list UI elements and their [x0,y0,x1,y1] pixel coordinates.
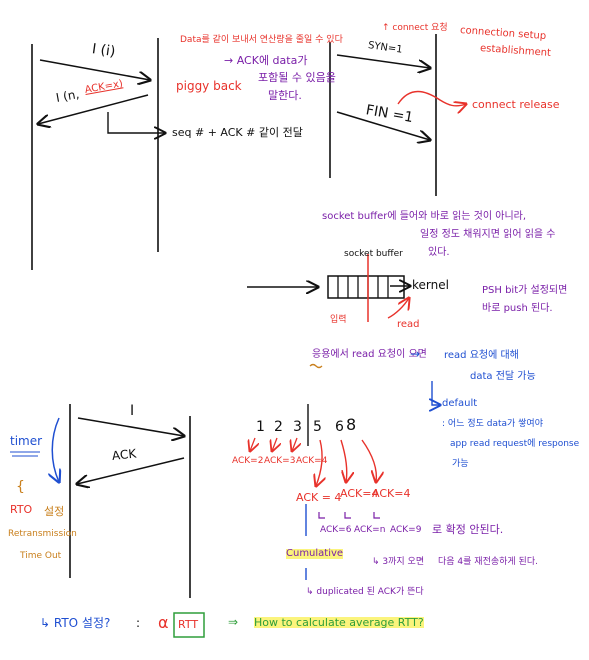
ack-small-hooks [318,512,380,519]
psh-note-1: PSH bit가 설정되면 [482,285,568,296]
label-ack-bottom: ACK [111,446,137,463]
timer-label: timer [10,434,43,448]
piggyback-note-4: 말한다. [268,89,302,102]
piggyback-note-1: Data를 같이 보내서 연산량을 줄일 수 있다 [180,35,343,45]
arrow-ack-back [38,94,149,124]
default-desc-3: 가능 [452,459,469,469]
underline-squiggle [309,363,323,369]
arrow-ack-bottom [77,457,185,484]
piggyback-note-3: 포함될 수 있음을 [258,71,336,84]
cumulative-note-suffix: 다음 4를 재전송하게 된다. [438,557,538,567]
seq-ack-note: seq # + ACK # 같이 전달 [172,126,303,139]
default-label: default [442,398,478,409]
piggyback-note-2: → ACK에 data가 [224,54,308,67]
arrow-release [397,90,466,106]
read-request-1: read 요청에 대해 [444,350,519,361]
alpha-symbol: α [158,613,169,632]
how-to-calc: How to calculate average RTT? [254,616,424,629]
rtt-label: RTT [178,618,199,631]
piggyback-label: piggy back [176,79,242,93]
retransmission-label: Retransmission [8,529,77,539]
ack4c-label: ACK=4 [372,487,411,500]
connect-request-note: ↑ connect 요청 [382,23,448,33]
future-note: 로 확정 안된다. [432,523,504,536]
ack4-label: ACK = 4 [296,491,342,504]
label-i1: I (i) [90,41,117,61]
ack-future: ACK=n [354,525,386,535]
arrival-label: 입력 [330,315,347,325]
rtt-box [173,612,205,638]
brace: { [16,479,25,495]
seq-number: 8 [346,415,357,434]
read-arrow [387,298,409,319]
socket-note-1: socket buffer에 들어와 바로 읽는 것이 아니라, [322,211,527,222]
ack-small-arrows [250,437,297,451]
label-i-n: I (n, [54,87,81,105]
timer-curve [52,417,59,482]
ack4b-label: ACK=4 [340,487,379,500]
seq-number: 6 [335,419,344,435]
colon: : [136,616,141,630]
seq-number: 2 [274,419,283,435]
rto-question: ↳ RTO 설정? [40,616,111,630]
arrow-to-seq [107,112,165,133]
timer-underline [10,451,40,457]
ack-label: ACK=2 [232,456,264,466]
default-desc-1: : 어느 정도 data가 쌓여야 [442,419,543,429]
socket-buffer-label: socket buffer [344,249,403,259]
arrow-syn [336,54,430,68]
psh-note-2: 바로 push 된다. [482,303,553,314]
label-i-bottom: I [130,403,135,419]
ack-future: ACK=6 [320,525,352,535]
app-request-note: 응용에서 read 요청이 오면 [312,349,427,360]
ack-future: ACK=9 [390,525,422,535]
seq-number: 3 [293,419,302,435]
default-desc-2: app read request에 response [450,439,580,449]
cumulative-label: Cumulative [286,548,344,559]
socket-note-3: 있다. [428,247,450,258]
rto-set-label: 설정 [44,505,65,518]
ack-label: ACK=3 [264,456,296,466]
socket-note-2: 일정 정도 채워지면 읽어 읽을 수 [420,229,556,240]
socket-buffer-slots [337,276,389,298]
seq-number: 1 [256,419,265,435]
duplicated-note: ↳ duplicated 된 ACK가 뜬다 [306,587,424,597]
kernel-label: kernel [412,278,449,292]
socket-buffer-box [327,275,405,299]
default-branch [432,381,440,405]
ack-big-arrows [316,439,376,486]
connect-release: connect release [472,98,560,111]
seq-number: 5 [313,419,322,435]
arrow-fin [336,111,430,140]
read-label: read [397,319,420,330]
arrow-i1 [39,59,150,80]
implies-arrow: ⇒ [228,615,239,629]
read-request-2: data 전달 가능 [470,371,536,382]
cumulative-note-prefix: ↳ 3까지 오면 [372,557,425,567]
arrow-i-bottom [77,417,184,436]
ack-label: ACK=4 [296,456,328,466]
app-request-arrow: → [410,347,421,361]
rto-label: RTO [10,503,33,516]
timeout-label: Time Out [20,551,62,561]
